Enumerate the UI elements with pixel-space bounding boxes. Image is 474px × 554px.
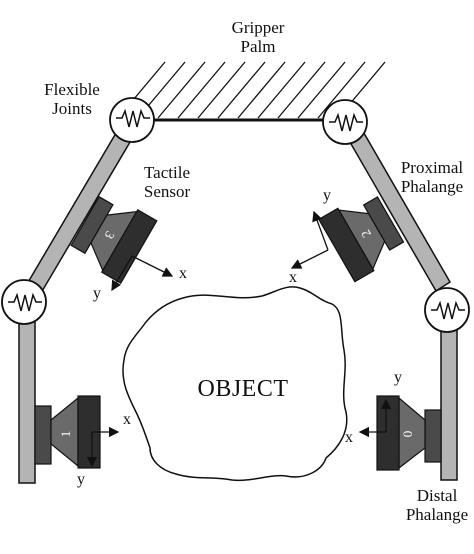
sensor-2: 2 — [317, 196, 405, 283]
flexible-joints-label-line1: Flexible — [44, 80, 100, 99]
joint-top-right — [322, 99, 368, 145]
sensor-1-x-label: x — [123, 411, 131, 428]
sensor-2-x-axis — [290, 249, 329, 269]
sensor-3-y-label: y — [93, 285, 101, 302]
svg-text:1: 1 — [58, 431, 73, 438]
sensor-3-y-axis — [111, 255, 133, 292]
sensor-1: 1 — [34, 395, 120, 469]
gripper-palm-label-line1: Gripper — [231, 18, 285, 37]
joint-right — [424, 287, 470, 333]
sensor-0: 0 — [358, 395, 442, 471]
proximal-phalange-label-line1: Proximal — [400, 158, 464, 177]
sensor-2-y-label: y — [323, 187, 331, 204]
joint-left — [1, 279, 47, 325]
svg-text:0: 0 — [400, 431, 415, 438]
tactile-sensor-label-line2: Sensor — [143, 182, 191, 201]
proximal-phalange-label-line2: Phalange — [400, 177, 464, 196]
distal-phalange-label-line2: Phalange — [405, 505, 469, 524]
object-label: OBJECT — [197, 376, 289, 402]
right-distal-phalange — [440, 314, 458, 481]
object-shape — [122, 286, 348, 482]
distal-phalange-label-line1: Distal — [416, 486, 458, 505]
sensor-0-x-label: x — [345, 429, 353, 446]
joint-top-left — [109, 97, 155, 143]
gripper-palm-label-line2: Palm — [240, 37, 276, 56]
sensor-3: 3 — [70, 195, 158, 284]
sensor-1-y-label: y — [77, 471, 85, 488]
left-distal-phalange — [18, 317, 36, 484]
sensor-2-x-label: x — [289, 269, 297, 286]
flexible-joints-label-line2: Joints — [52, 99, 92, 118]
sensor-2-y-axis — [312, 210, 329, 251]
sensor-3-x-axis — [131, 255, 174, 277]
sensor-3-x-label: x — [179, 265, 187, 282]
tactile-sensor-label-line1: Tactile — [143, 163, 190, 182]
sensor-0-y-label: y — [394, 369, 402, 386]
